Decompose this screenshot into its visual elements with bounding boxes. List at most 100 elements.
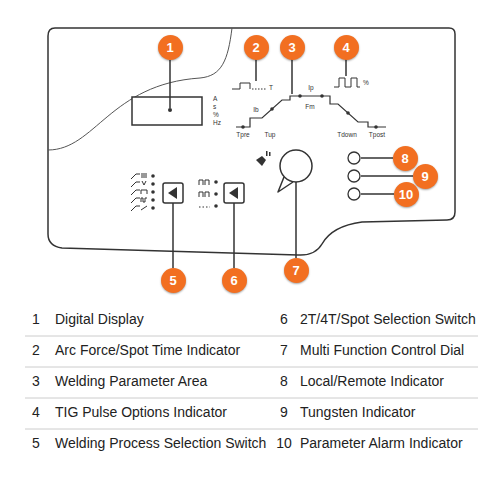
led	[151, 174, 155, 178]
callout-number: 10	[399, 188, 413, 201]
mode-leds	[214, 180, 218, 208]
panel-marking: A	[213, 95, 217, 102]
item-number: 4	[32, 405, 40, 420]
item-number: 9	[280, 405, 288, 420]
indicator-led	[348, 188, 360, 200]
process-button	[163, 183, 183, 203]
callout-badge: 6	[222, 268, 247, 293]
item-description: Multi Function Control Dial	[300, 343, 464, 358]
callout-number: 1	[166, 41, 173, 54]
callout-number: 6	[230, 274, 237, 287]
arc-force-icon	[252, 89, 266, 90]
item-number: 6	[280, 312, 288, 327]
4t-icon	[199, 192, 209, 197]
table-rule	[25, 398, 478, 399]
leader-dot	[168, 108, 172, 112]
2t-icon	[199, 180, 209, 185]
led	[214, 204, 218, 208]
leader-line	[361, 157, 393, 159]
remote-icon	[256, 156, 266, 166]
callout-number: 7	[292, 264, 299, 277]
callout-number: 8	[401, 152, 408, 165]
leader-line	[361, 193, 394, 195]
parameter-led	[270, 107, 274, 111]
tig-pulse-icon	[131, 198, 147, 203]
item-number: 10	[276, 436, 292, 451]
callout-badge: 8	[393, 146, 418, 171]
item-description: Digital Display	[55, 312, 144, 327]
remote-icon	[266, 151, 268, 156]
leader-line	[361, 175, 413, 177]
leader-line	[255, 59, 257, 81]
callout-number: 9	[421, 170, 428, 183]
table-rules	[25, 336, 478, 429]
panel-marking: s	[213, 103, 216, 110]
item-description: Arc Force/Spot Time Indicator	[55, 343, 240, 358]
item-number: 1	[32, 312, 40, 327]
digital-display	[132, 97, 202, 125]
callout-badge: 3	[280, 35, 305, 60]
panel-marking: Tpost	[369, 131, 385, 138]
parameter-led	[320, 94, 324, 98]
callout-badge: 4	[334, 35, 359, 60]
leader-line	[233, 203, 235, 268]
table-rule	[25, 336, 478, 337]
panel-outline	[48, 28, 455, 255]
led	[151, 190, 155, 194]
panel-marking: Tup	[265, 131, 276, 138]
callout-badge: 10	[394, 182, 419, 207]
led	[214, 180, 218, 184]
led	[151, 198, 155, 202]
spot-icon	[199, 207, 210, 208]
button-arrow	[229, 187, 238, 199]
panel-marking: Tpre	[236, 131, 249, 138]
panel-marking: Fm	[305, 103, 314, 110]
callout-number: 5	[169, 274, 176, 287]
indicator-led	[348, 170, 360, 182]
table-rule	[25, 429, 478, 430]
panel-marking: Ip	[308, 84, 313, 91]
mma-icon	[131, 181, 146, 187]
panel-contour	[48, 28, 232, 150]
led	[151, 182, 155, 186]
button-arrow	[168, 187, 177, 199]
panel-marking: Ib	[253, 106, 258, 113]
parameter-led	[374, 125, 378, 129]
remote-icon	[269, 152, 271, 156]
callout-number: 2	[252, 41, 259, 54]
parameter-led	[298, 94, 302, 98]
callout-number: 3	[288, 41, 295, 54]
process-leds	[151, 174, 155, 210]
item-description: Welding Parameter Area	[55, 374, 207, 389]
item-number: 7	[280, 343, 288, 358]
mode-button	[224, 183, 244, 203]
tig-icon	[131, 206, 147, 211]
panel-marking: Tdown	[337, 131, 357, 138]
item-description: TIG Pulse Options Indicator	[55, 405, 227, 420]
pulse-icon	[334, 78, 360, 87]
leader-line	[345, 59, 347, 76]
arc-force-icon	[232, 83, 250, 89]
leader-line	[291, 59, 293, 94]
item-number: 2	[32, 343, 40, 358]
leader-line	[172, 203, 174, 268]
led	[214, 192, 218, 196]
table-rule	[25, 367, 478, 368]
item-description: Tungsten Indicator	[300, 405, 415, 420]
leader-line	[169, 60, 171, 108]
mma-icon	[131, 173, 146, 179]
item-description: Welding Process Selection Switch	[55, 436, 266, 451]
item-description: Parameter Alarm Indicator	[300, 436, 463, 451]
panel-marking: Hz	[213, 119, 221, 126]
callout-badge: 1	[158, 35, 183, 60]
item-number: 8	[280, 374, 288, 389]
item-number: 3	[32, 374, 40, 389]
callout-badge: 5	[161, 268, 186, 293]
control-dial	[280, 150, 312, 182]
panel-marking: T	[269, 84, 273, 91]
callout-badge: 9	[413, 164, 438, 189]
panel-marking: %	[213, 111, 219, 118]
indicator-led	[348, 152, 360, 164]
